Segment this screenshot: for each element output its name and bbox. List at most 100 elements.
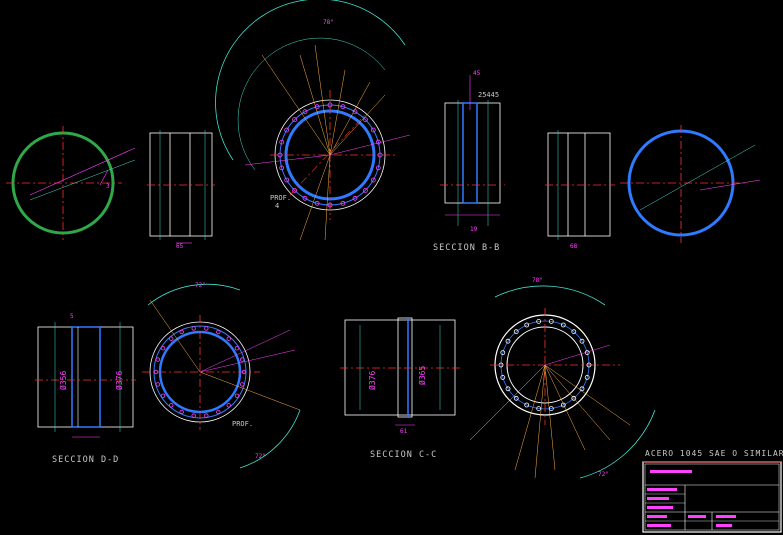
bolt-hole	[375, 139, 381, 145]
view-flange-top	[215, 0, 411, 241]
bolt-hole	[377, 152, 383, 158]
bolt-hole	[179, 329, 184, 335]
prof-top-value: 4	[275, 202, 279, 210]
bolt-hole	[155, 382, 160, 387]
bolt-holes-bottom-left	[153, 326, 247, 418]
bolt-hole	[284, 127, 290, 133]
bolt-hole	[226, 403, 231, 408]
bolt-hole	[302, 195, 308, 201]
dim-3: 3	[106, 183, 110, 190]
bolt-hole	[204, 326, 209, 331]
dia-356-label: Ø356	[58, 371, 68, 390]
bolt-hole	[340, 200, 346, 206]
bolt-hole	[327, 202, 333, 208]
bolt-hole	[498, 362, 504, 368]
bolt-hole	[168, 403, 174, 408]
bolt-hole	[536, 406, 542, 412]
bolt-hole	[277, 152, 283, 158]
view-side-right	[545, 130, 615, 240]
bolt-hole	[375, 165, 381, 171]
bolt-hole	[191, 413, 196, 418]
dim-65: 65	[176, 243, 184, 250]
bolt-hole	[292, 117, 298, 122]
bolt-holes-bottom-right	[498, 318, 592, 412]
bolt-hole	[241, 369, 247, 375]
bolt-hole	[314, 200, 320, 206]
prof-bottom-label: PROF.	[232, 420, 253, 428]
bolt-hole	[279, 139, 285, 145]
bolt-hole	[571, 329, 577, 335]
bolt-hole	[284, 177, 290, 183]
angle-bl2-label: 72°	[255, 453, 266, 460]
bolt-hole	[352, 195, 358, 201]
bolt-hole	[179, 409, 184, 415]
bolt-hole	[513, 329, 519, 335]
section-cc-label: SECCION C-C	[370, 450, 438, 460]
bolt-hole	[548, 318, 554, 324]
prof-top-label: PROF.	[270, 194, 291, 202]
bolt-hole	[234, 346, 240, 351]
bolt-hole	[500, 374, 506, 380]
dia-365-label: Ø365	[417, 366, 427, 385]
section-dd-label: SECCION D-D	[52, 455, 120, 465]
view-section-bb	[440, 75, 505, 226]
bolt-hole	[239, 382, 245, 387]
dim-61: 61	[400, 428, 408, 435]
bolt-hole	[216, 409, 221, 415]
bolt-hole	[584, 350, 590, 356]
bolt-hole	[204, 413, 209, 418]
bolt-hole	[524, 322, 530, 328]
dim-45: 45	[473, 70, 481, 77]
view-green-ring	[6, 126, 136, 240]
bolt-hole	[234, 393, 240, 398]
bolt-hole	[571, 395, 577, 401]
dim-5: 5	[70, 313, 74, 320]
bolt-hole	[505, 338, 511, 344]
view-blue-ring	[620, 125, 761, 243]
bolt-hole	[579, 386, 585, 392]
angle-br-label: 78°	[532, 277, 543, 284]
bolt-hole	[160, 393, 166, 398]
material-note: ACERO 1045 SAE O SIMILAR	[645, 449, 783, 458]
bolt-hole	[560, 322, 566, 328]
bolt-hole	[370, 177, 376, 183]
title-block	[642, 461, 782, 533]
bolt-hole	[155, 357, 160, 362]
bolt-hole	[292, 187, 298, 193]
view-side-left	[147, 130, 215, 244]
bolt-hole	[302, 109, 308, 115]
bolt-hole	[216, 329, 221, 335]
bolt-hole	[370, 127, 376, 133]
angle-br2-label: 72°	[598, 471, 609, 478]
bolt-hole	[226, 336, 231, 341]
view-flange-bottom-right	[469, 285, 656, 479]
bolt-hole	[362, 187, 368, 193]
bolt-hole	[505, 386, 511, 392]
bolt-hole	[327, 102, 333, 108]
bolt-hole	[536, 318, 542, 324]
bolt-hole	[168, 336, 174, 341]
bolt-hole	[500, 350, 506, 356]
angle-top-label: 78°	[323, 19, 334, 26]
bolt-hole	[524, 402, 530, 408]
bolt-holes-top	[277, 102, 383, 208]
dia-376b-label: Ø376	[367, 371, 377, 390]
bolt-hole	[314, 104, 320, 110]
bolt-hole	[279, 165, 285, 171]
dim-68: 68	[570, 243, 578, 250]
bolt-hole	[191, 326, 196, 331]
bolt-hole	[153, 369, 159, 375]
view-flange-bottom-left	[142, 283, 301, 469]
bolt-hole	[560, 402, 566, 408]
bolt-hole	[579, 338, 585, 344]
view-section-dd	[35, 322, 136, 438]
view-section-cc	[340, 317, 460, 426]
bolt-hole	[160, 346, 166, 351]
dia-376-label: Ø376	[114, 371, 124, 390]
bolt-hole	[239, 357, 245, 362]
bolt-hole	[352, 109, 358, 115]
bolt-hole	[362, 117, 368, 122]
bolt-hole	[584, 374, 590, 380]
bolt-hole	[340, 104, 346, 110]
